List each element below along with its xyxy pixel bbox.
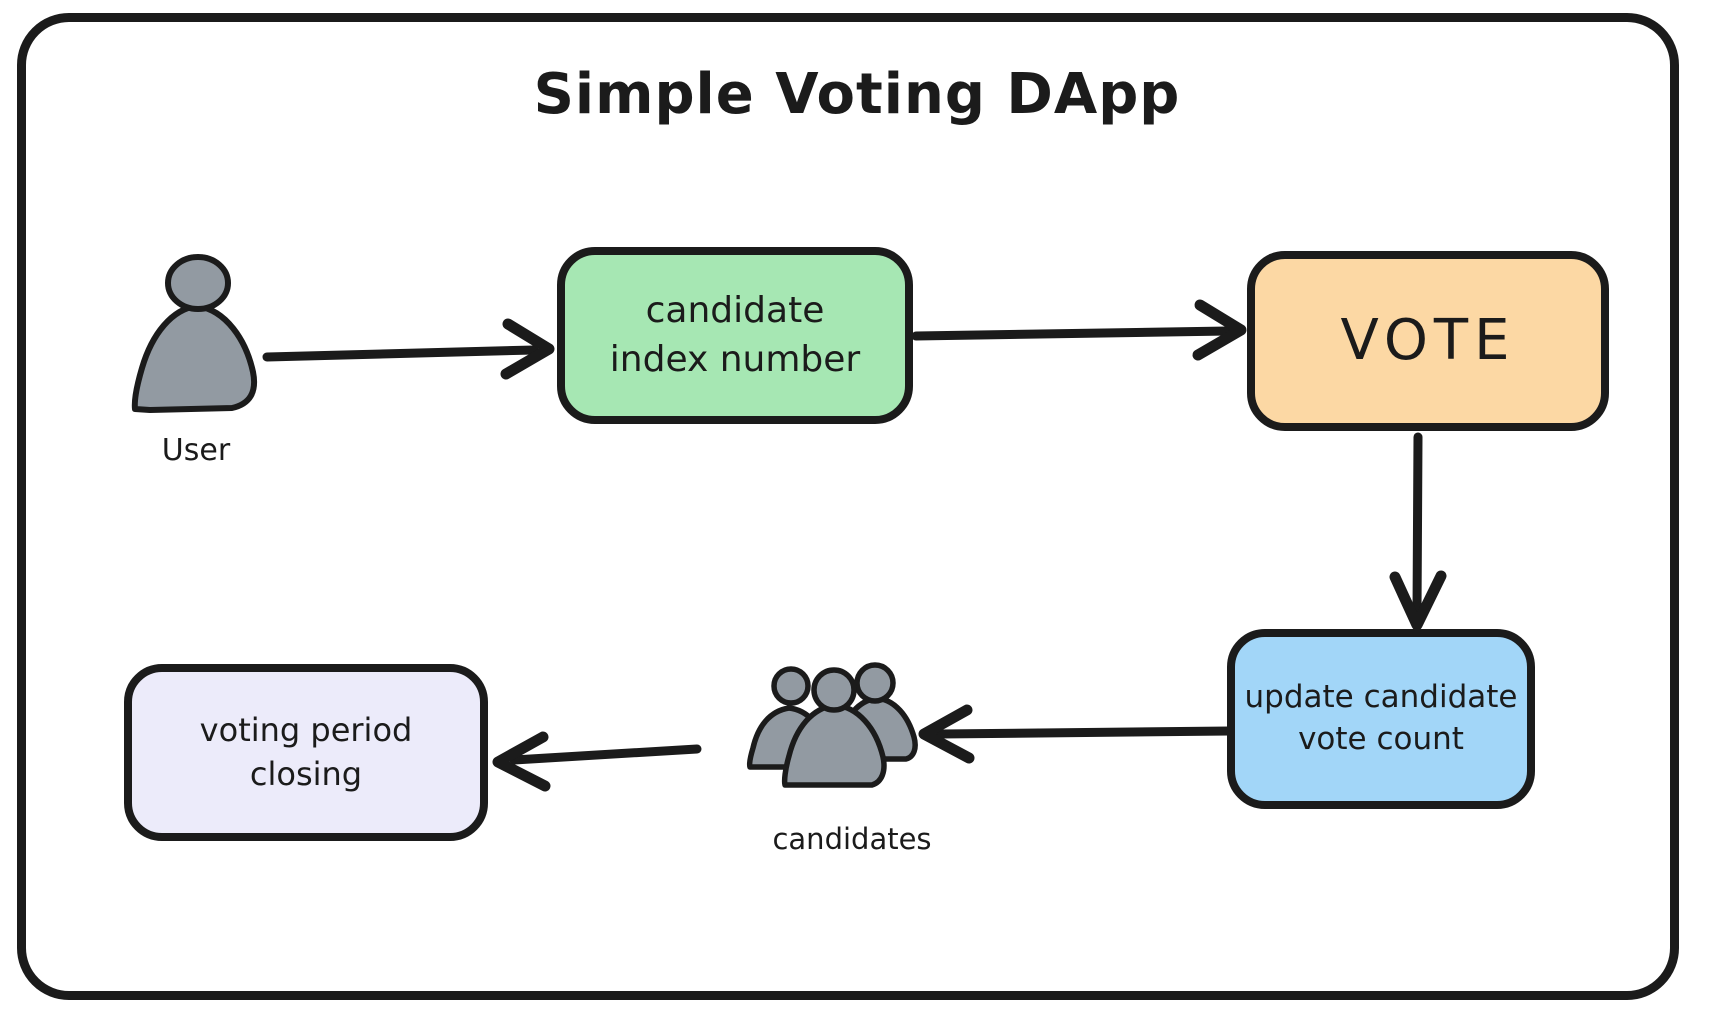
node-label-line: vote count (1298, 721, 1464, 757)
node-candidate-index: candidate index number (557, 247, 913, 424)
node-voting-period-closing: voting period closing (124, 664, 488, 841)
node-update-count: update candidate vote count (1227, 629, 1535, 809)
node-label-line: update candidate (1244, 679, 1518, 716)
arrow-candidates-to-closing (492, 731, 702, 792)
diagram-title: Simple Voting DApp (533, 62, 1181, 127)
arrow-vote-to-update-count (1389, 432, 1447, 631)
arrow-update-count-to-candidates (918, 704, 1235, 764)
user-label: User (161, 433, 231, 468)
diagram-border (17, 13, 1679, 1000)
node-label-line: index number (609, 338, 861, 380)
arrow-candidate-index-to-vote (911, 299, 1247, 361)
node-label-line: voting period (199, 711, 413, 750)
candidates-label: candidates (772, 822, 932, 856)
arrow-user-to-candidate-index (262, 318, 555, 380)
node-vote: VOTE (1247, 251, 1609, 431)
candidates-icon (746, 662, 918, 788)
user-icon (131, 254, 257, 413)
node-label-line: candidate (645, 289, 825, 331)
node-label-line: VOTE (1340, 308, 1516, 374)
node-label-line: closing (249, 754, 363, 793)
